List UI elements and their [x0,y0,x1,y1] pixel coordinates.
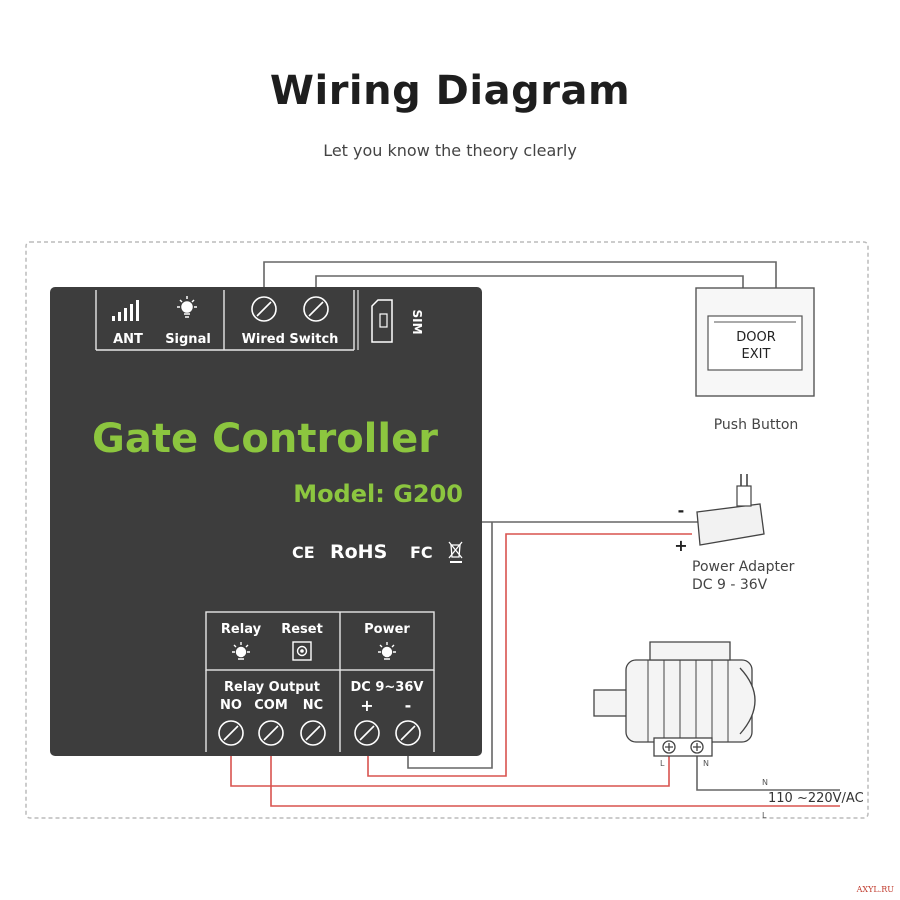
push-button-caption: Push Button [714,417,799,433]
motor-l-label: L [660,759,665,768]
diagram-frame [25,241,869,819]
nc-label: NC [303,698,323,713]
motor-device [593,641,756,757]
antenna-icon [112,300,139,321]
motor-terminal-n-icon [690,740,704,754]
dc-plus-label: + [360,696,373,715]
controller-name: Gate Controller [92,416,438,462]
bottom-panel: Relay Reset Power Relay Output NO COM NC… [205,611,435,752]
mains-voltage-label: 110 ~220V/AC [768,791,864,806]
fc-mark: FC [410,543,433,562]
top-bracket [95,290,355,351]
terminal-dc-minus[interactable] [395,720,421,746]
page-subtitle: Let you know the theory clearly [323,141,577,160]
push-button-text-door: DOOR [736,330,776,345]
wire-switch-b [315,275,744,290]
adapter-plus-label: + [674,536,687,555]
signal-label: Signal [165,332,211,347]
adapter-minus-label: - [678,501,685,520]
terminal-no[interactable] [218,720,244,746]
ant-label: ANT [113,332,143,347]
adapter-caption-name: Power Adapter [692,559,795,575]
push-button-text-exit: EXIT [742,347,771,362]
reset-label: Reset [281,622,323,637]
wired-switch-terminal-b[interactable] [303,296,329,322]
terminal-com[interactable] [258,720,284,746]
power-adapter-device [696,474,765,546]
terminal-dc-plus[interactable] [354,720,380,746]
dc-minus-label: - [405,696,412,715]
controller-model: Model: G200 [293,480,463,508]
watermark: AXYL.RU [856,885,894,894]
com-label: COM [254,698,288,713]
dc-range-label: DC 9~36V [351,680,424,695]
wire-adapter-plus [367,533,692,777]
sim-slot [357,290,393,350]
relay-led-icon [232,642,250,660]
page-title: Wiring Diagram [269,68,631,114]
signal-led-icon [177,296,197,318]
push-button-device: DOOR EXIT [695,287,815,397]
weee-bin-icon [448,541,463,563]
wired-switch-terminal-a[interactable] [251,296,277,322]
power-label: Power [364,622,410,637]
wire-relay-no [230,750,670,787]
gate-controller: ANT Signal Wired Switch SIM Gate Control… [50,287,482,756]
sim-card-icon [371,299,393,343]
motor-terminal-l-icon [662,740,676,754]
relay-output-label: Relay Output [224,680,320,695]
controller-body [50,287,482,756]
relay-label: Relay [221,622,262,637]
wires [230,261,840,807]
reset-button[interactable] [292,641,312,661]
motor-n-label: N [703,759,709,768]
wire-motor-n [696,755,840,791]
terminal-nc[interactable] [300,720,326,746]
power-led-icon [378,642,396,660]
adapter-caption-voltage: DC 9 - 36V [692,577,768,593]
rohs-mark: RoHS [330,541,387,563]
wire-relay-com [270,750,840,807]
wire-adapter-minus [407,522,493,769]
mains-l-label: L [762,811,767,820]
sim-label: SIM [410,309,424,334]
wired-switch-label: Wired Switch [242,332,339,347]
mains-n-label: N [762,778,768,787]
ce-mark: CE [292,543,315,562]
wire-switch-a [263,261,777,290]
no-label: NO [220,698,242,713]
